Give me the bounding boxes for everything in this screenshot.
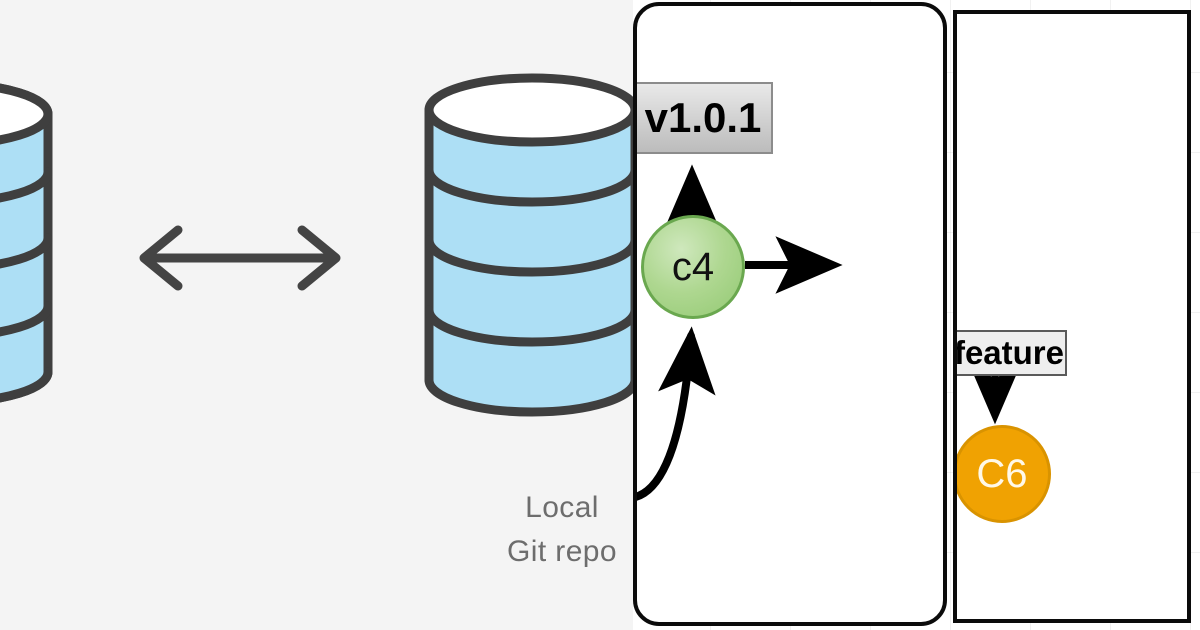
commit-node-c6[interactable]: C6 [957, 425, 1051, 523]
tag-label: v1.0.1 [644, 94, 762, 141]
branch-label-text: feature [953, 334, 1065, 371]
middle-panel-edges [637, 164, 843, 501]
remote-git-repo-cylinder [0, 78, 56, 408]
local-git-repo-cylinder [420, 70, 633, 420]
commit-label-c6: C6 [976, 451, 1028, 496]
caption-line-1: Local [525, 491, 599, 524]
local-repo-graph-panel: v1.0.1 c4 [633, 2, 947, 626]
right-panel-edges [969, 365, 1021, 425]
commit-node-c4[interactable]: c4 [641, 215, 745, 319]
caption-line-2: Git repo [507, 535, 617, 568]
commit-label-c4: c4 [671, 244, 715, 289]
left-repositories-region: Local Git repo [0, 0, 633, 630]
bidirectional-sync-arrow [130, 222, 350, 299]
tag-box-v101[interactable]: v1.0.1 [637, 82, 773, 154]
branch-label-feature[interactable]: feature [953, 330, 1067, 376]
feature-branch-panel: feature C6 [953, 10, 1191, 623]
local-git-repo-caption: Local Git repo [402, 486, 633, 574]
